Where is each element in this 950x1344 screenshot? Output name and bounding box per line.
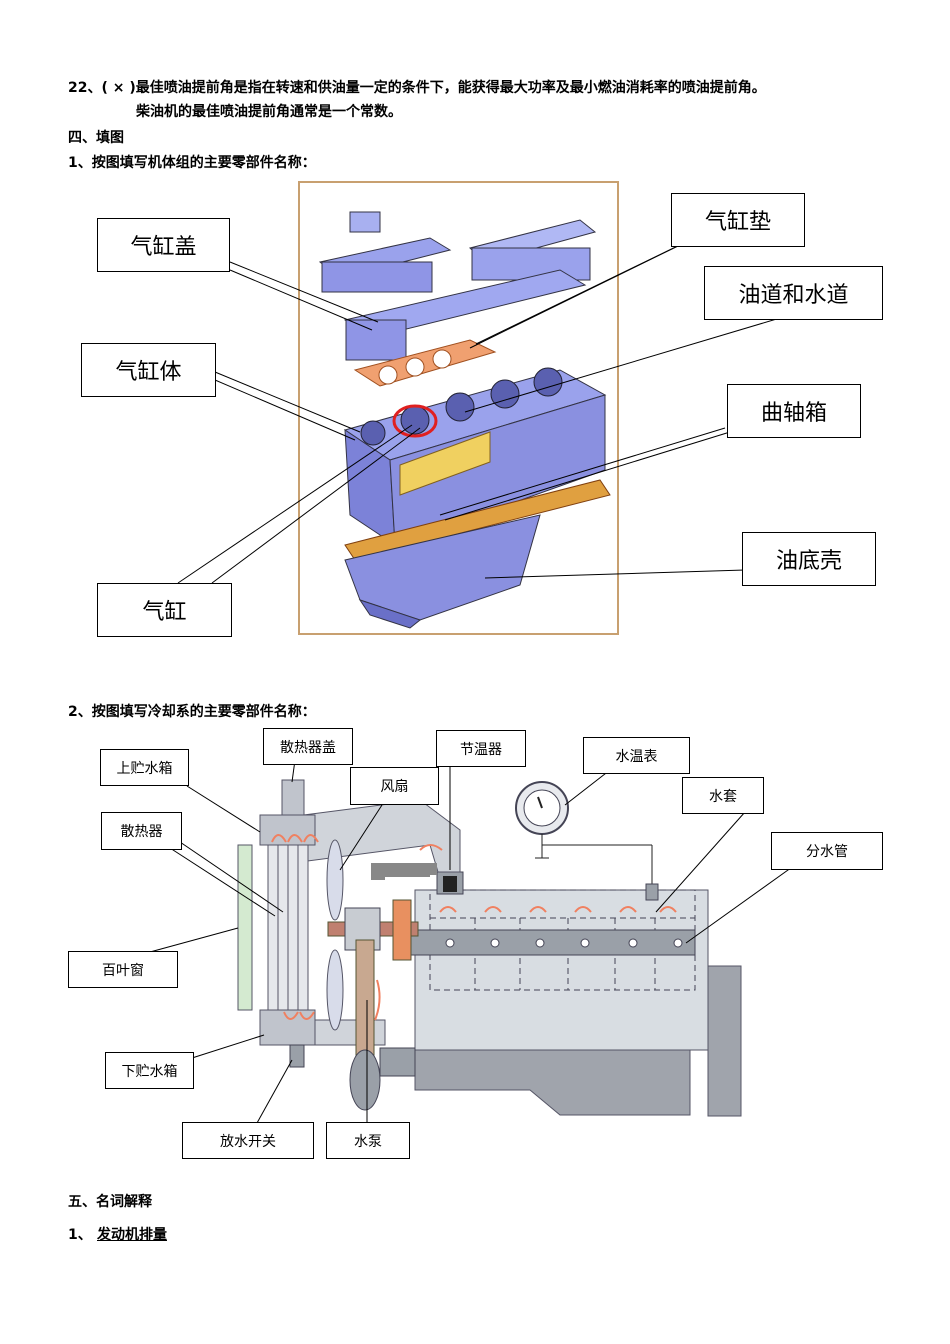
label-fan: 风扇 bbox=[350, 767, 439, 805]
engine-block-figure bbox=[177, 181, 781, 635]
label-radiator: 散热器 bbox=[101, 812, 182, 850]
label-upper-tank: 上贮水箱 bbox=[100, 749, 189, 786]
label-cylinder-block: 气缸体 bbox=[81, 343, 216, 397]
label-cylinder-head: 气缸盖 bbox=[97, 218, 230, 272]
label-thermostat: 节温器 bbox=[436, 730, 526, 767]
section5-q1-number: 1、 bbox=[68, 1227, 92, 1243]
section5-q1-term: 发动机排量 bbox=[97, 1227, 167, 1243]
section5-title: 五、名词解释 bbox=[68, 1194, 152, 1210]
label-distribution-pipe: 分水管 bbox=[771, 832, 883, 870]
label-lower-tank: 下贮水箱 bbox=[105, 1052, 194, 1089]
question1-prompt: 1、按图填写机体组的主要零部件名称： bbox=[68, 155, 316, 171]
question2-prompt: 2、按图填写冷却系的主要零部件名称： bbox=[68, 704, 316, 720]
q22-line1: 22、( × )最佳喷油提前角是指在转速和供油量一定的条件下，能获得最大功率及最… bbox=[68, 80, 766, 96]
q22-line2: 柴油机的最佳喷油提前角通常是一个常数。 bbox=[136, 104, 402, 120]
label-water-temp-gauge: 水温表 bbox=[583, 737, 690, 774]
label-radiator-cap: 散热器盖 bbox=[263, 728, 353, 765]
label-cylinder-gasket: 气缸垫 bbox=[671, 193, 805, 247]
label-water-jacket: 水套 bbox=[682, 777, 764, 814]
label-shutter: 百叶窗 bbox=[68, 951, 178, 988]
label-oil-pan: 油底壳 bbox=[742, 532, 876, 586]
label-crankcase: 曲轴箱 bbox=[727, 384, 861, 438]
label-cylinder: 气缸 bbox=[97, 583, 232, 637]
label-water-pump: 水泵 bbox=[326, 1122, 410, 1159]
label-oil-water-passage: 油道和水道 bbox=[704, 266, 883, 320]
label-drain-switch: 放水开关 bbox=[182, 1122, 314, 1159]
section4-title: 四、填图 bbox=[68, 130, 124, 146]
